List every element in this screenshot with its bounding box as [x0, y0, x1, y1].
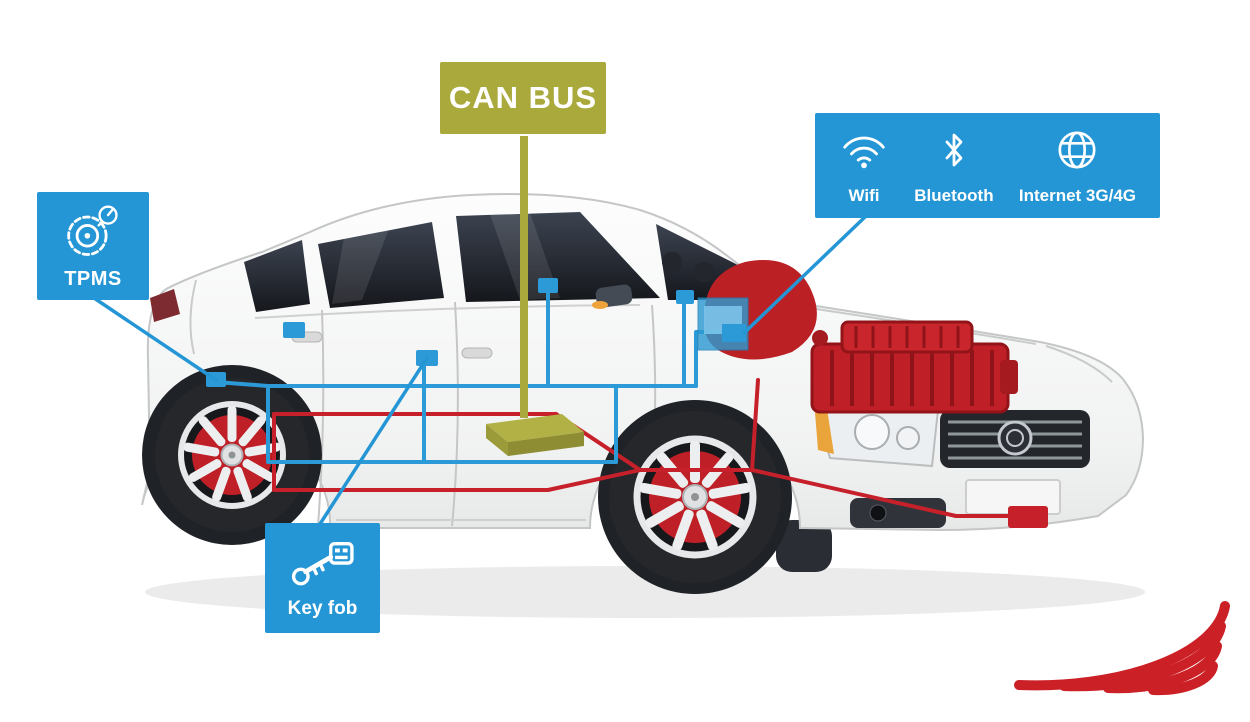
pillar-sensor: [538, 278, 558, 293]
dash-sensor: [676, 290, 694, 304]
label-connector-lines: [92, 214, 868, 526]
front-grille: [940, 410, 1090, 468]
can-bus-label: CAN BUS: [440, 62, 606, 134]
tpms-connector-line: [92, 296, 218, 382]
key-fob-icon: [291, 542, 354, 586]
internet-text: Internet 3G/4G: [1018, 186, 1136, 205]
bluetooth-item: Bluetooth: [914, 125, 994, 206]
can-bus-text: CAN BUS: [448, 80, 598, 115]
wifi-icon: [839, 125, 889, 175]
bluetooth-text: Bluetooth: [914, 186, 994, 205]
front-bumper-details: [850, 479, 1061, 528]
tpms-label: TPMS: [37, 192, 149, 300]
rear-door-sensor: [283, 322, 305, 338]
far-front-wheel: [776, 520, 832, 572]
brand-emblem: [997, 420, 1033, 456]
wifi-connector-line: [742, 214, 868, 335]
infotainment-unit: [697, 297, 749, 351]
red-bumper-module: [1008, 506, 1048, 528]
key-fob-label: Key fob: [265, 523, 380, 633]
can-bus-line: [486, 136, 584, 456]
side-mirror: [592, 284, 633, 309]
keyfob-connector-line: [318, 356, 429, 526]
key-fob-text: Key fob: [287, 598, 358, 619]
wifi-item: Wifi: [839, 125, 889, 206]
internet-item: Internet 3G/4G: [1019, 125, 1136, 206]
rear-wheel: [155, 378, 309, 532]
engine-block: [810, 320, 1018, 414]
tail-light: [150, 289, 180, 322]
red-wiring: [272, 378, 1012, 518]
globe-icon: [1056, 125, 1098, 175]
tpms-text: TPMS: [64, 267, 122, 290]
connectivity-label: Wifi Bluetooth Internet 3G/4G: [815, 113, 1160, 218]
ground-shadow: [145, 566, 1145, 618]
can-bus-ecu: [486, 414, 584, 442]
bluetooth-icon: [941, 125, 967, 175]
radio-waves-icon: [1014, 601, 1230, 696]
wifi-text: Wifi: [848, 186, 880, 205]
tpms-icon: [67, 205, 118, 256]
